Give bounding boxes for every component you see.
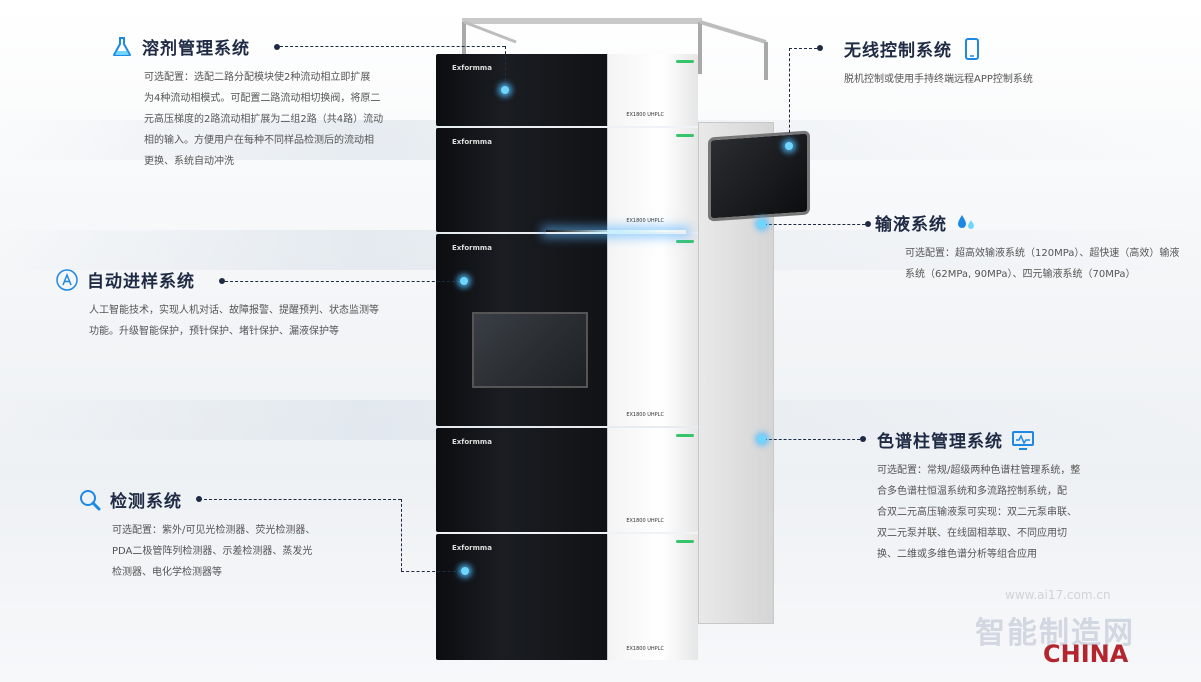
connector-glow [501,86,509,94]
module-detector: Exformma EX1800 UHPLC [436,534,698,660]
tablet-controller [708,130,810,222]
pump-title: 输液系统 [875,215,947,235]
watermark-url: www.ai17.com.cn [1005,588,1111,602]
module-autosampler: Exformma EX1800 UHPLC [436,234,698,426]
desc-line: 系统（62MPa, 90MPa）、四元输液系统（70MPa） [905,269,1136,280]
desc-line: 更换、系统自动冲洗 [144,156,234,167]
desc-line: 可选配置：常规/超级两种色谱柱管理系统，整 [877,465,1081,476]
connector-line [401,571,461,572]
solvent-title: 溶剂管理系统 [142,39,250,59]
column-title: 色谱柱管理系统 [877,432,1003,452]
hplc-instrument: Exformma EX1800 UHPLC Exformma EX1800 UH… [436,12,810,662]
status-led [676,60,694,63]
desc-line: 元高压梯度的2路流动相扩展为二组2路（共4路）流动 [144,114,384,125]
module-solvent: Exformma EX1800 UHPLC [436,54,698,126]
autosampler-annotation: 自动进样系统 人工智能技术，实现人机对话、故障报警、提醒预判、状态监测等 功能。… [55,267,385,342]
model-label: EX1800 UHPLC [626,112,664,118]
connector-line [280,46,505,47]
detection-title: 检测系统 [110,492,182,512]
brand-label: Exformma [452,244,492,252]
autosampler-window [472,312,588,388]
water-drops-icon [958,214,974,229]
desc-line: 可选配置：选配二路分配模块使2种流动相立即扩展 [144,72,371,83]
autosampler-desc: 人工智能技术，实现人机对话、故障报警、提醒预判、状态监测等 功能。升级智能保护，… [89,300,389,342]
wireless-desc: 脱机控制或使用手持终端远程APP控制系统 [844,69,1080,90]
magnifier-icon [80,489,101,510]
desc-line: 合多色谱柱恒温系统和多流路控制系统，配 [877,486,1067,497]
solvent-annotation: 溶剂管理系统 可选配置：选配二路分配模块使2种流动相立即扩展 为4种流动相模式。… [110,34,410,172]
desc-line: 换、二维或多维色谱分析等组合应用 [877,549,1037,560]
connector-line [764,439,860,440]
brand-label: Exformma [452,64,492,72]
connector-glow [758,435,766,443]
connector-dot [817,45,823,51]
connector-line [199,499,401,500]
desc-line: PDA二极管阵列检测器、示差检测器、蒸发光 [112,546,313,557]
connector-line [789,48,790,143]
desc-line: 功能。升级智能保护，预针保护、堵针保护、漏液保护等 [89,326,339,337]
detection-annotation: 检测系统 可选配置：紫外/可见光检测器、荧光检测器、 PDA二极管阵列检测器、示… [78,487,378,583]
column-annotation: 色谱柱管理系统 可选配置：常规/超级两种色谱柱管理系统，整 合多色谱柱恒温系统和… [865,427,1155,565]
watermark-china: CHINA [1043,640,1129,668]
detection-desc: 可选配置：紫外/可见光检测器、荧光检测器、 PDA二极管阵列检测器、示差检测器、… [112,520,352,583]
model-label: EX1800 UHPLC [626,518,664,524]
desc-line: 为4种流动相模式。可配置二路流动相切换阀，将原二 [144,93,381,104]
desc-line: 双二元泵并联、在线固相萃取、不同应用切 [877,528,1067,539]
connector-glow [461,567,469,575]
module-pump: Exformma EX1800 UHPLC [436,128,698,232]
desc-line: 相的输入。方便用户在每种不同样品检测后的流动相 [144,135,374,146]
brand-label: Exformma [452,438,492,446]
light-flare [546,230,686,234]
status-led [676,240,694,243]
model-label: EX1800 UHPLC [626,412,664,418]
connector-glow [758,220,766,228]
connector-line [764,224,865,225]
monitor-chart-icon [1012,430,1034,450]
brand-label: Exformma [452,544,492,552]
a-circle-icon [56,268,78,291]
phone-icon [965,37,979,60]
autosampler-title: 自动进样系统 [87,272,195,292]
pump-desc: 可选配置：超高效输液系统（120MPa）、超快速（高效）输液 系统（62MPa,… [905,243,1185,285]
watermark-logo: 智能制造网 [975,616,1135,651]
connector-line [789,48,817,49]
brand-label: Exformma [452,138,492,146]
connector-line [401,499,402,571]
wireless-annotation: 无线控制系统 脱机控制或使用手持终端远程APP控制系统 [820,36,1080,90]
wireless-title: 无线控制系统 [844,41,952,61]
connector-dot [860,436,866,442]
solvent-desc: 可选配置：选配二路分配模块使2种流动相立即扩展 为4种流动相模式。可配置二路流动… [144,67,404,172]
pump-annotation: 输液系统 可选配置：超高效输液系统（120MPa）、超快速（高效）输液 系统（6… [875,210,1179,285]
connector-glow [460,277,468,285]
flask-icon [113,36,131,56]
desc-line: 可选配置：紫外/可见光检测器、荧光检测器、 [112,525,316,536]
connector-dot [274,44,280,50]
connector-glow [785,142,793,150]
desc-line: 检测器、电化学检测器等 [112,567,222,578]
module-column: Exformma EX1800 UHPLC [436,428,698,532]
status-led [676,434,694,437]
connector-line [225,281,460,282]
desc-line: 合双二元高压输液泵可实现：双二元泵串联、 [877,507,1077,518]
desc-line: 脱机控制或使用手持终端远程APP控制系统 [844,74,1033,85]
status-led [676,134,694,137]
model-label: EX1800 UHPLC [626,218,664,224]
desc-line: 可选配置：超高效输液系统（120MPa）、超快速（高效）输液 [905,248,1180,259]
connector-dot [865,221,871,227]
status-led [676,540,694,543]
connector-dot [219,278,225,284]
connector-line [505,46,506,86]
column-desc: 可选配置：常规/超级两种色谱柱管理系统，整 合多色谱柱恒温系统和多流路控制系统，… [877,460,1127,565]
desc-line: 人工智能技术，实现人机对话、故障报警、提醒预判、状态监测等 [89,305,379,316]
model-label: EX1800 UHPLC [626,646,664,652]
